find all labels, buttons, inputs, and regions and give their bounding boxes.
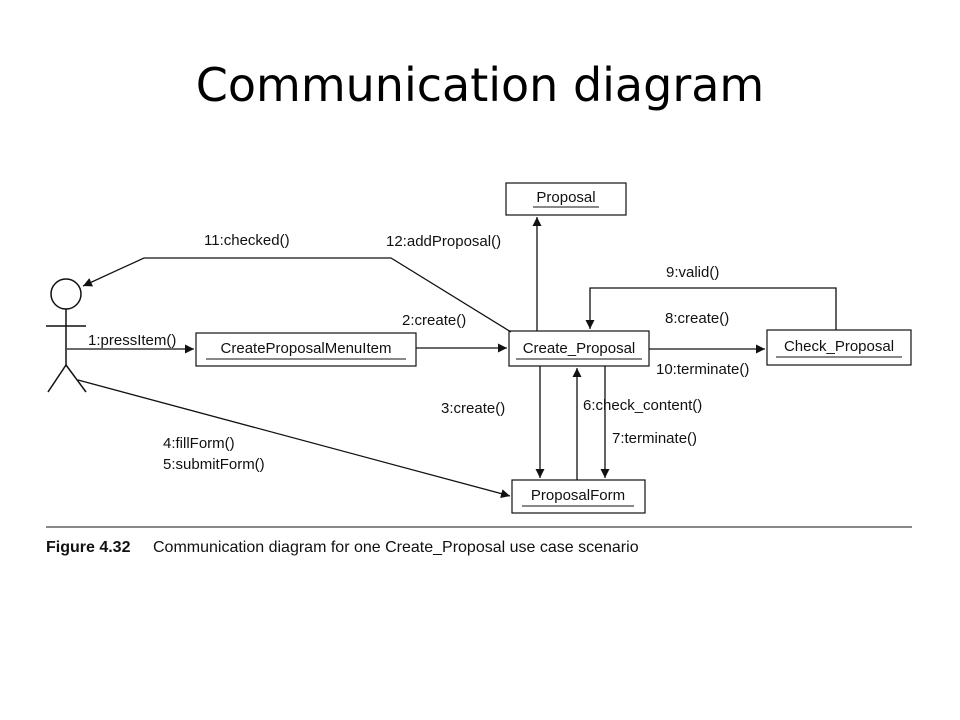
actor-figure — [46, 278, 87, 393]
message-9: 9:valid() — [666, 264, 719, 281]
object-create-proposal-menu-item: CreateProposalMenuItem — [195, 332, 417, 367]
message-4: 4:fillForm() — [163, 435, 235, 452]
message-2: 2:create() — [402, 312, 466, 329]
link-checked — [82, 257, 512, 333]
link-valid-loop — [585, 287, 837, 330]
object-proposal-label: Proposal — [536, 189, 595, 206]
message-7: 7:terminate() — [612, 430, 697, 447]
message-8: 8:create() — [665, 310, 729, 327]
caption-number: Figure 4.32 — [46, 539, 131, 556]
object-proposal: Proposal — [505, 182, 627, 216]
message-5: 5:submitForm() — [163, 456, 265, 473]
object-create-proposal-label: Create_Proposal — [523, 340, 636, 357]
caption-text: Communication diagram for one Create_Pro… — [153, 539, 639, 556]
message-11: 11:checked() — [204, 232, 290, 249]
message-12: 12:addProposal() — [386, 233, 501, 250]
message-3: 3:create() — [441, 400, 505, 417]
message-6: 6:check_content() — [583, 397, 702, 414]
object-menu-item-label: CreateProposalMenuItem — [221, 340, 392, 357]
object-proposal-form-label: ProposalForm — [531, 487, 625, 504]
message-10: 10:terminate() — [656, 361, 749, 378]
object-proposal-form: ProposalForm — [511, 479, 646, 514]
slide-title: Communication diagram — [195, 58, 765, 112]
message-1: 1:pressItem() — [88, 332, 176, 349]
object-create-proposal: Create_Proposal — [508, 330, 650, 367]
object-check-proposal: Check_Proposal — [766, 329, 912, 366]
link-fill-form — [77, 379, 511, 499]
object-check-proposal-label: Check_Proposal — [784, 338, 894, 355]
